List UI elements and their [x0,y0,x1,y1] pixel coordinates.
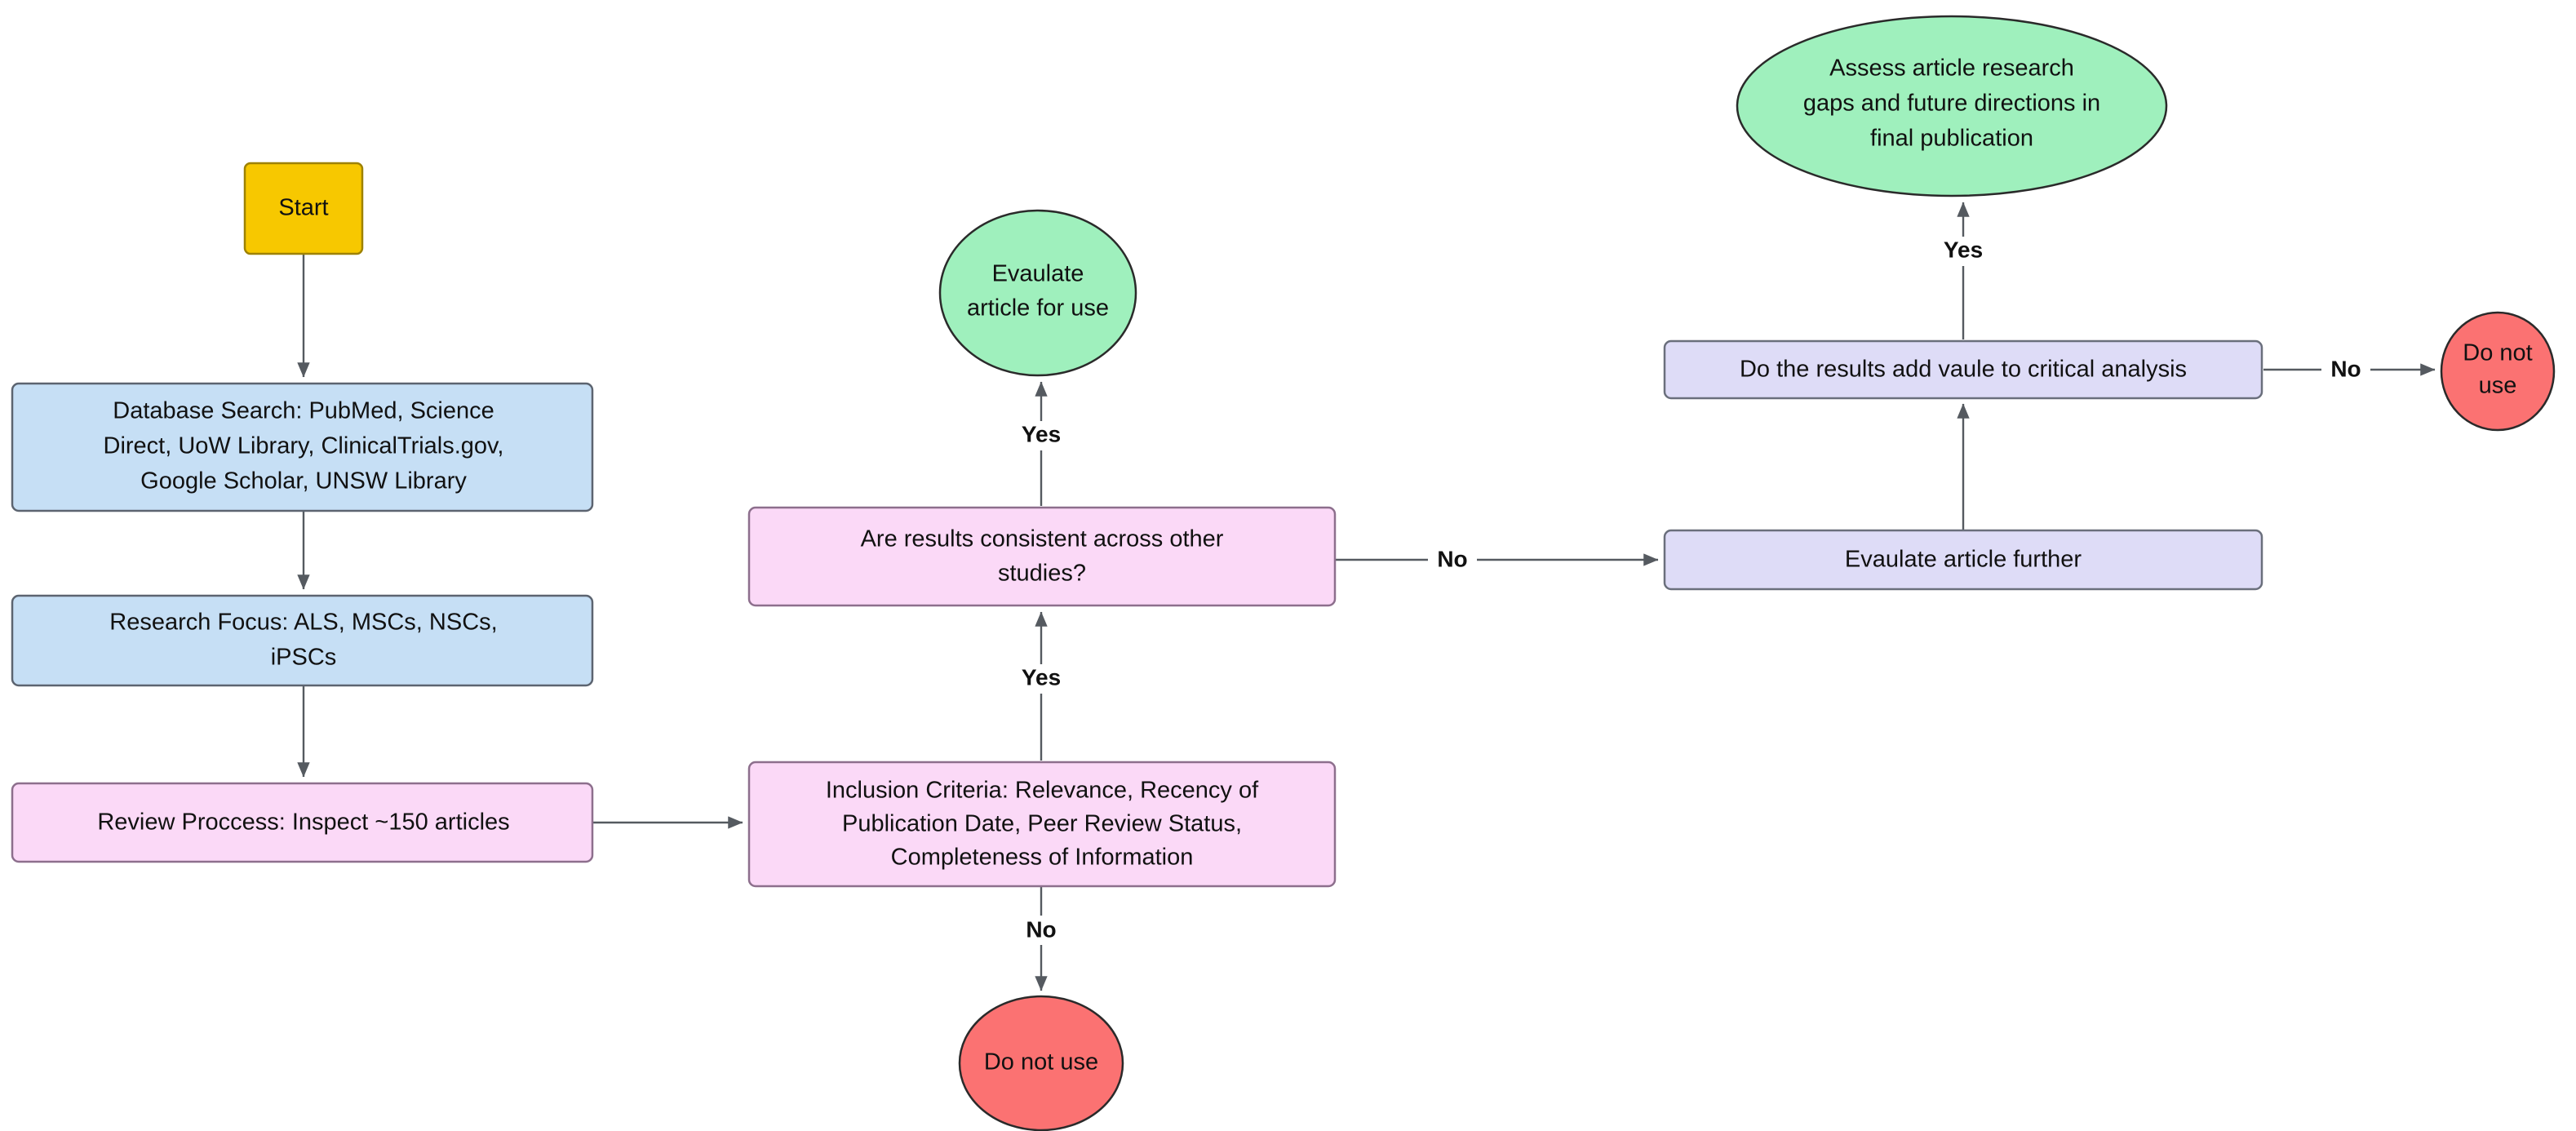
inclusion-criteria-label-line2: Publication Date, Peer Review Status, [842,811,1242,837]
results-consistent-shape[interactable] [747,506,1337,607]
evaulate-article-further-label: Evaulate article further [1845,547,2082,573]
do-not-use-right-label-line2: use [2479,373,2517,399]
evaulate-article-for-use-label-line1: Evaulate [992,261,1084,287]
assess-gaps-label-line1: Assess article research [1829,55,2074,82]
edge-label-yes-inclusion: Yes [1022,664,1061,690]
results-consistent-label-line1: Are results consistent across other [861,526,1224,552]
node-research-focus[interactable]: Research Focus: ALS, MSCs, NSCs, iPSCs [11,594,594,687]
assess-gaps-shape[interactable] [1736,15,2168,197]
do-not-use-right-label-line1: Do not [2463,340,2532,366]
evaulate-article-for-use-shape[interactable] [938,209,1137,377]
edge-label-no-consistent: No [1437,546,1467,571]
node-do-not-use-bottom[interactable]: Do not use [958,995,1124,1131]
node-results-consistent[interactable]: Are results consistent across other stud… [747,506,1337,607]
edge-inclusion-criteria-to-do-not-use-bottom: No [1017,886,1066,991]
edge-results-consistent-to-evaulate-further: No [1336,545,1659,574]
database-search-shape[interactable] [11,382,594,512]
inclusion-criteria-label-line1: Inclusion Criteria: Relevance, Recency o… [826,778,1259,804]
review-process-label: Review Proccess: Inspect ~150 articles [97,809,509,836]
research-focus-label-line1: Research Focus: ALS, MSCs, NSCs, [109,610,497,636]
results-consistent-label-line2: studies? [998,561,1086,587]
start-label: Start [278,195,328,221]
research-focus-shape[interactable] [11,594,594,687]
evaulate-article-further-shape[interactable] [1663,529,2263,591]
do-not-use-bottom-label: Do not use [984,1049,1098,1076]
edge-results-add-value-to-assess-gaps: Yes [1934,202,1993,339]
edge-label-yes-add-value: Yes [1944,237,1983,262]
inclusion-criteria-label-line3: Completeness of Information [891,845,1194,871]
nodes-layer: Start Database Search: PubMed, Science D… [11,15,2556,1131]
node-results-add-value[interactable]: Do the results add vaule to critical ana… [1663,339,2263,400]
do-not-use-bottom-shape[interactable] [958,995,1124,1131]
review-process-shape[interactable] [11,782,594,863]
assess-gaps-label-line3: final publication [1870,126,2033,152]
edge-results-consistent-to-evaulate-for-use: Yes [1012,381,1071,506]
database-search-label-line1: Database Search: PubMed, Science [113,398,494,424]
do-not-use-right-shape[interactable] [2440,311,2556,432]
database-search-label-line3: Google Scholar, UNSW Library [140,468,467,495]
node-evaulate-article-further[interactable]: Evaulate article further [1663,529,2263,591]
edge-inclusion-criteria-to-results-consistent: Yes [1012,611,1071,761]
edge-label-no-add-value: No [2330,356,2361,381]
edges-layer: No Yes Yes No No [297,202,2436,991]
start-shape[interactable] [243,162,364,255]
node-start[interactable]: Start [243,162,364,255]
node-assess-gaps[interactable]: Assess article research gaps and future … [1736,15,2168,197]
edge-label-no-inclusion: No [1026,916,1056,942]
assess-gaps-label-line2: gaps and future directions in [1803,91,2100,117]
research-focus-label-line2: iPSCs [271,645,337,671]
edge-results-add-value-to-do-not-use-right: No [2263,355,2436,384]
node-evaulate-article-for-use[interactable]: Evaulate article for use [938,209,1137,377]
node-review-process[interactable]: Review Proccess: Inspect ~150 articles [11,782,594,863]
database-search-label-line2: Direct, UoW Library, ClinicalTrials.gov, [104,433,504,459]
evaulate-article-for-use-label-line2: article for use [967,295,1109,322]
node-do-not-use-right[interactable]: Do not use [2440,311,2556,432]
results-add-value-shape[interactable] [1663,339,2263,400]
inclusion-criteria-shape[interactable] [747,761,1337,888]
node-database-search[interactable]: Database Search: PubMed, Science Direct,… [11,382,594,512]
node-inclusion-criteria[interactable]: Inclusion Criteria: Relevance, Recency o… [747,761,1337,888]
results-add-value-label: Do the results add vaule to critical ana… [1740,357,2187,383]
edge-label-yes-consistent: Yes [1022,421,1061,446]
